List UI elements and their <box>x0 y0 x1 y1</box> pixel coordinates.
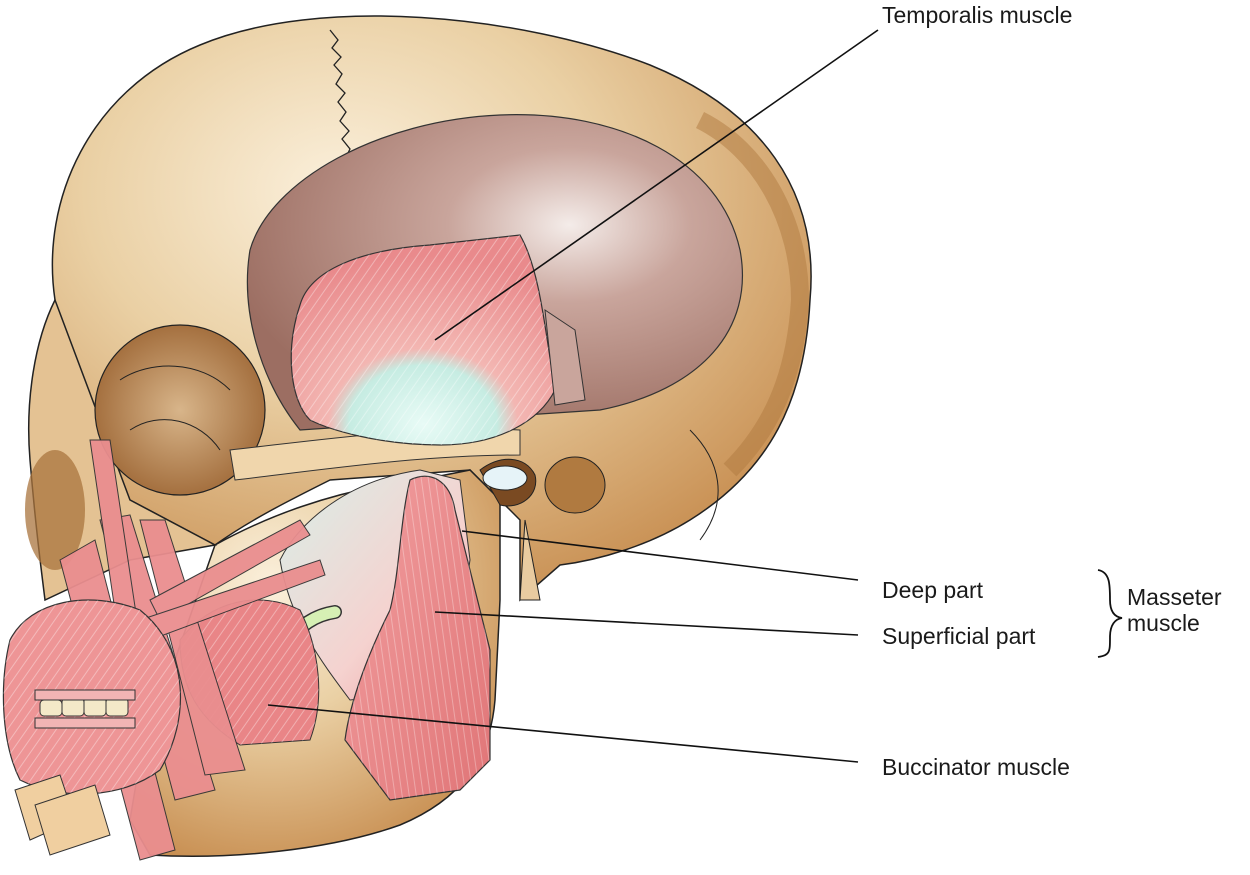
temporalis-fragment <box>544 308 586 406</box>
masseter-brace <box>1097 569 1123 658</box>
leader-line-buccinator <box>267 704 859 763</box>
leader-line-superficial-part <box>434 611 859 636</box>
mandible-cut <box>14 774 111 856</box>
label-buccinator-muscle: Buccinator muscle <box>882 754 1070 780</box>
mastoid-shadow <box>544 456 606 514</box>
styloid <box>519 519 541 601</box>
label-deep-part: Deep part <box>882 577 984 603</box>
label-masseter-muscle: Masseter muscle <box>1127 584 1222 637</box>
orbit <box>94 324 266 496</box>
leader-line-temporalis <box>434 29 879 341</box>
leader-line-deep-part <box>461 530 859 581</box>
label-masseter-line2: muscle <box>1127 610 1200 637</box>
coronal-suture <box>329 29 351 160</box>
label-masseter-line1: Masseter <box>1127 584 1222 610</box>
label-temporalis-muscle: Temporalis muscle <box>882 2 1073 28</box>
label-superficial-part: Superficial part <box>882 623 1036 649</box>
nasal-cavity <box>25 450 85 570</box>
